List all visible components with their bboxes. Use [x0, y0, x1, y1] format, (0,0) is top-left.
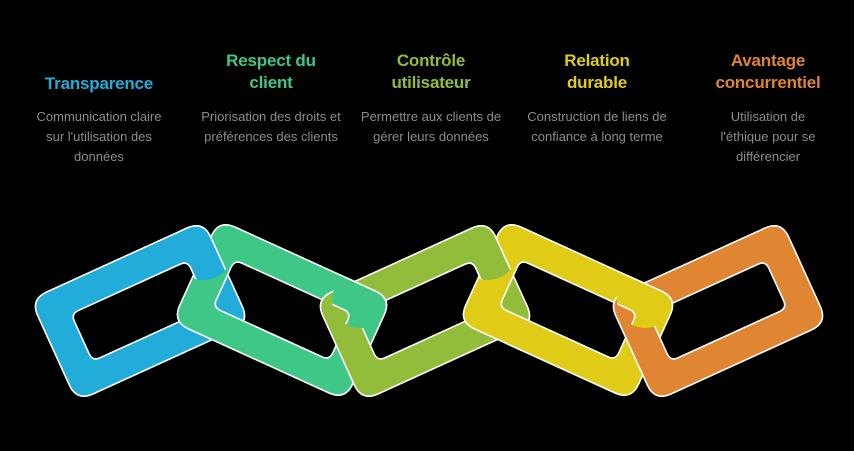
item-title: Relation durable	[564, 51, 630, 92]
item-title: Transparence	[44, 74, 154, 93]
item-description: Utilisation de l'éthique pour se différe…	[720, 109, 816, 164]
item-description: Priorisation des droits et préférences d…	[201, 109, 341, 144]
item-title: Contrôle utilisateur	[391, 51, 471, 92]
item-title: Respect du client	[226, 51, 316, 92]
item-description: Permettre aux clients de gérer leurs don…	[360, 109, 502, 144]
item-description: Construction de liens de confiance à lon…	[527, 109, 667, 144]
item-title: Avantage concurrentiel	[715, 51, 821, 92]
item-description: Communication claire sur l'utilisation d…	[36, 109, 162, 164]
